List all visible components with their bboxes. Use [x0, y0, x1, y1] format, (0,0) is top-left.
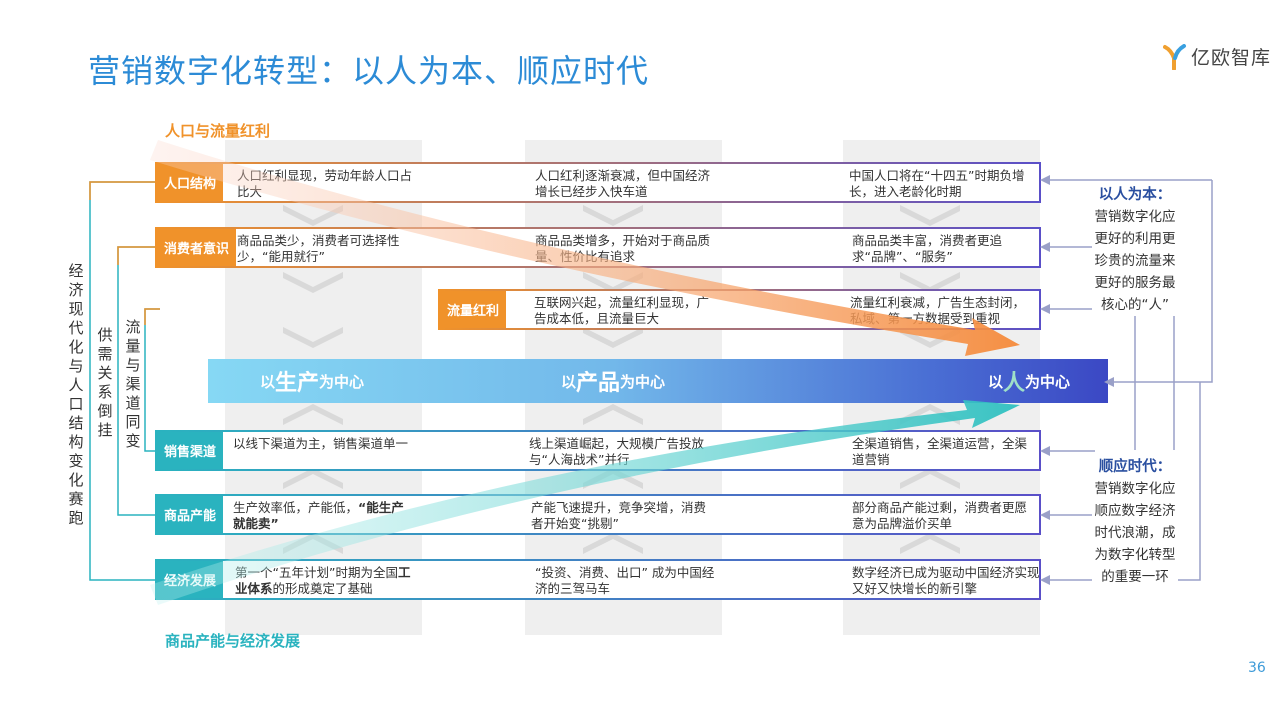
row-cell: 数字经济已成为驱动中国经济实现又好又快增长的新引擎 [852, 565, 1040, 596]
row-cell-text: 的形成奠定了基础 [272, 581, 373, 596]
side-note-follow-era: 顺应时代： 营销数字化应顺应数字经济时代浪潮，成为数字化转型的重要一环 [1092, 456, 1178, 588]
chevron-up-icon [283, 404, 343, 425]
vertical-label-economy: 经济现代化与人口结构变化赛跑 [68, 262, 84, 528]
bracket-line [144, 308, 160, 452]
vertical-label-supply-demand: 供需关系倒挂 [97, 326, 113, 440]
row-cell: 人口红利显现，劳动年龄人口占比大 [237, 168, 413, 199]
chevron-down-icon [900, 205, 960, 226]
page-number: 36 [1248, 660, 1266, 676]
row-cell: 流量红利衰减，广告生态封闭，私域、第一方数据受到重视 [850, 295, 1026, 326]
row-cell: 线上渠道崛起，大规模广告投放与“人海战术”并行 [529, 436, 705, 467]
band-label-prefix: 以 [260, 372, 276, 391]
band-label-people: 以人为中心 [988, 359, 1070, 403]
band-label-production: 以生产为中心 [260, 359, 364, 403]
row-label: 消费者意识 [157, 229, 237, 266]
row-cell: 产能飞速提升，竞争突增，消费者开始变“挑剔” [531, 500, 707, 531]
logo-mark-icon [1163, 43, 1186, 70]
row-cell-text: 第一个“五年计划”时期为全国 [235, 565, 398, 580]
row-cell: 商品品类少，消费者可选择性少，“能用就行” [237, 233, 400, 264]
logo-text: 亿欧智库 [1191, 47, 1272, 69]
bracket-line [144, 308, 160, 325]
chevron-down-icon [900, 327, 960, 348]
row-sales-channel: 销售渠道 以线下渠道为主，销售渠道单一 线上渠道崛起，大规模广告投放与“人海战术… [155, 430, 1041, 471]
row-economic-development: 经济发展 第一个“五年计划”时期为全国工业体系的形成奠定了基础 “投资、消费、出… [155, 559, 1041, 600]
arrow-left-icon [1040, 304, 1050, 314]
row-cell: 部分商品产能过剩，消费者更愿意为品牌溢价买单 [852, 500, 1028, 531]
chevron-up-icon [900, 404, 960, 425]
row-cell: 商品品类增多，开始对于商品质量、性价比有追求 [535, 233, 711, 264]
chevron-up-icon [583, 468, 643, 489]
arrow-left-icon [1040, 446, 1050, 456]
row-label: 销售渠道 [157, 432, 224, 469]
band-label-emphasis: 人 [1003, 371, 1026, 396]
band-label-suffix: 为中心 [1025, 372, 1071, 391]
row-label: 经济发展 [157, 561, 224, 598]
row-cell-text: 生产效率低，产能低， [233, 500, 359, 515]
chevron-down-icon [583, 327, 643, 348]
top-section-title: 人口与流量红利 [165, 122, 271, 140]
arrow-left-icon [1040, 242, 1050, 252]
vertical-label-text: 供需关系倒挂 [97, 326, 113, 439]
side-note-heading: 以人为本： [1098, 187, 1172, 203]
chevron-down-icon [283, 327, 343, 348]
vertical-label-text: 经济现代化与人口结构变化赛跑 [68, 262, 84, 527]
row-population-structure: 人口结构 人口红利显现，劳动年龄人口占比大 人口红利逐渐衰减，但中国经济增长已经… [155, 162, 1041, 203]
chevron-down-icon [583, 205, 643, 226]
page-title: 营销数字化转型：以人为本、顺应时代 [88, 52, 650, 90]
arrow-left-icon [1040, 175, 1050, 185]
side-note-people-first: 以人为本： 营销数字化应更好的利用更珍贵的流量来更好的服务最核心的“人” [1092, 184, 1178, 316]
side-note-body: 营销数字化应更好的利用更珍贵的流量来更好的服务最核心的“人” [1094, 209, 1176, 313]
row-cell: 生产效率低，产能低，“能生产就能卖” [233, 500, 413, 532]
left-brackets [89, 181, 160, 581]
row-cell: 中国人口将在“十四五”时期负增长，进入老龄化时期 [849, 168, 1025, 199]
bracket-line [117, 246, 155, 265]
side-note-heading: 顺应时代： [1098, 459, 1172, 475]
band-label-product: 以产品为中心 [561, 359, 665, 403]
logo: 亿欧智库 [1163, 43, 1271, 70]
row-cell: 互联网兴起，流量红利显现，广告成本低，且流量巨大 [534, 295, 710, 326]
row-cell: “投资、消费、出口” 成为中国经济的三驾马车 [535, 565, 715, 596]
chevron-up-icon [283, 468, 343, 489]
arrow-left-icon [1040, 510, 1050, 520]
chevron-down-icon [283, 205, 343, 226]
row-cell: 第一个“五年计划”时期为全国工业体系的形成奠定了基础 [235, 565, 415, 597]
band-label-emphasis: 产品 [576, 371, 621, 396]
band-label-suffix: 为中心 [319, 372, 365, 391]
arrow-left-icon [1040, 575, 1050, 585]
arrow-left-icon [1104, 377, 1114, 387]
bracket-line [89, 181, 155, 200]
chevron-up-icon [583, 533, 643, 554]
chevron-up-icon [900, 468, 960, 489]
band-label-prefix: 以 [561, 372, 577, 391]
row-cell: 商品品类丰富，消费者更追求“品牌”、“服务” [852, 233, 1003, 264]
row-cell: 以线下渠道为主，销售渠道单一 [233, 436, 409, 451]
row-label: 商品产能 [157, 496, 224, 533]
row-cell: 人口红利逐渐衰减，但中国经济增长已经步入快车道 [535, 168, 711, 199]
side-note-body: 营销数字化应顺应数字经济时代浪潮，成为数字化转型的重要一环 [1094, 481, 1176, 585]
row-traffic-dividend: 流量红利 互联网兴起，流量红利显现，广告成本低，且流量巨大 流量红利衰减，广告生… [438, 289, 1041, 330]
band-label-emphasis: 生产 [275, 371, 320, 396]
vertical-label-traffic-channel: 流量与渠道同变 [125, 318, 141, 451]
band-label-prefix: 以 [988, 372, 1004, 391]
band-label-suffix: 为中心 [620, 372, 666, 391]
chevron-up-icon [283, 533, 343, 554]
chevron-down-icon [283, 272, 343, 293]
center-band: 以生产为中心 以产品为中心 以人为中心 [208, 359, 1108, 403]
vertical-label-text: 流量与渠道同变 [125, 318, 141, 450]
chevron-up-icon [900, 533, 960, 554]
chevron-up-icon [583, 404, 643, 425]
bottom-section-title: 商品产能与经济发展 [165, 632, 301, 650]
row-cell: 全渠道销售，全渠道运营，全渠道营销 [852, 436, 1028, 467]
row-product-capacity: 商品产能 生产效率低，产能低，“能生产就能卖” 产能飞速提升，竞争突增，消费者开… [155, 494, 1041, 535]
row-consumer-awareness: 消费者意识 商品品类少，消费者可选择性少，“能用就行” 商品品类增多，开始对于商… [155, 227, 1041, 268]
row-label: 人口结构 [157, 164, 224, 201]
row-label: 流量红利 [440, 291, 507, 328]
